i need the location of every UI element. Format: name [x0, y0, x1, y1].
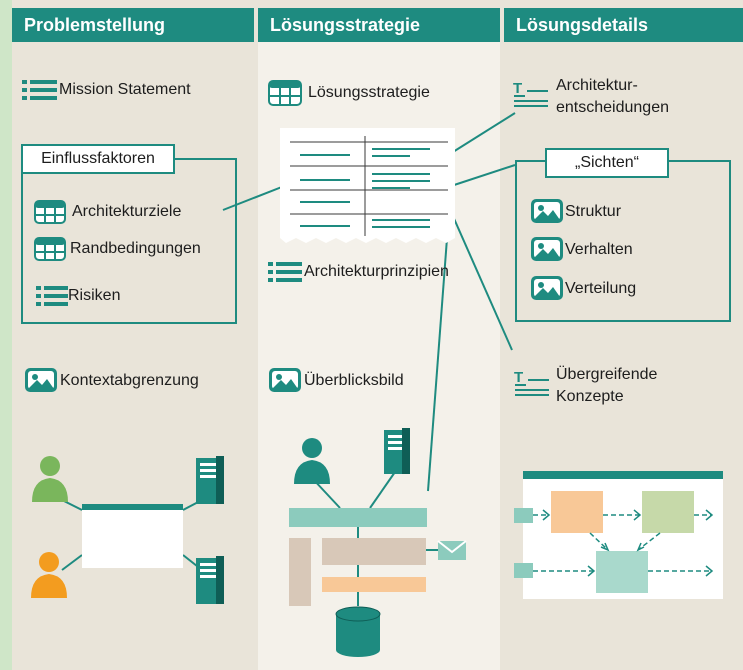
deployment-label: Verteilung [565, 280, 637, 297]
structure-label: Struktur [565, 203, 622, 220]
views-title: „Sichten“ [545, 148, 669, 178]
table-icon [34, 200, 66, 229]
image-icon [268, 367, 302, 398]
context-label: Kontextabgrenzung [60, 372, 199, 389]
principles-label: Architekturprinzipien [304, 263, 449, 280]
header-details: Lösungsdetails [504, 8, 743, 42]
header-solution: Lösungsstrategie [258, 8, 500, 42]
constraints-label: Randbedingungen [70, 240, 201, 257]
architecture-goals-label: Architekturziele [72, 203, 182, 220]
mission-statement-label: Mission Statement [59, 81, 191, 98]
concepts-label-line1: Übergreifende [556, 366, 658, 383]
concepts-label-line2: Konzepte [556, 388, 624, 405]
text-doc-icon: T [514, 368, 550, 403]
table-icon [34, 237, 66, 266]
header-problem: Problemstellung [12, 8, 254, 42]
behavior-label: Verhalten [565, 241, 633, 258]
image-icon [24, 367, 58, 398]
decisions-label-line1: Architektur- [556, 77, 638, 94]
table-icon [268, 80, 302, 111]
list-icon [22, 80, 58, 105]
left-accent-stripe [0, 0, 12, 670]
influence-factors-title: Einflussfaktoren [21, 144, 175, 174]
list-icon [36, 286, 68, 311]
column-problem [12, 8, 254, 670]
text-doc-letter: T [514, 369, 523, 386]
image-icon [530, 275, 564, 306]
risks-label: Risiken [68, 287, 121, 304]
text-doc-icon: T [513, 79, 549, 112]
strategy-label: Lösungsstrategie [308, 84, 430, 101]
image-icon [530, 198, 564, 229]
text-doc-letter: T [513, 80, 522, 97]
decisions-label-line2: entscheidungen [556, 99, 669, 116]
image-icon [530, 236, 564, 267]
list-icon [268, 262, 302, 287]
overview-label: Überblicksbild [304, 372, 404, 389]
